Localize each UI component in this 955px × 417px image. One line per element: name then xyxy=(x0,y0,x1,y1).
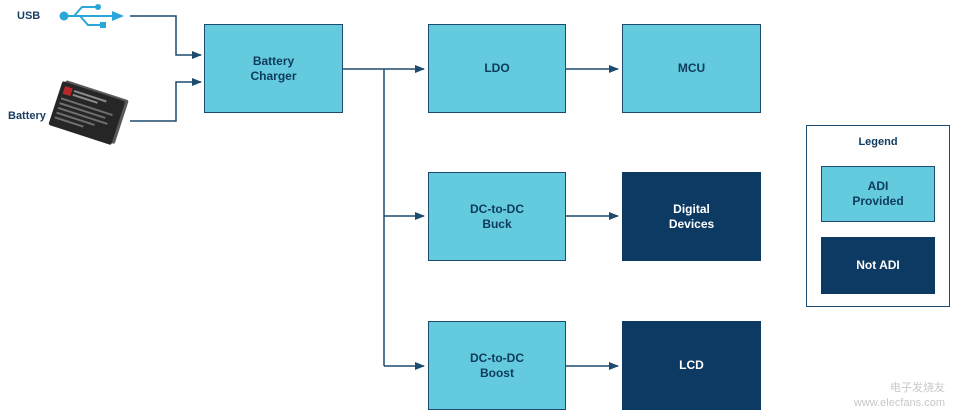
mcu-block: MCU xyxy=(622,24,761,113)
legend: Legend ADI Provided Not ADI xyxy=(806,125,950,307)
boost-block: DC-to-DC Boost xyxy=(428,321,566,410)
legend-not-adi: Not ADI xyxy=(821,237,935,294)
legend-title: Legend xyxy=(858,136,898,148)
legend-adi-provided: ADI Provided xyxy=(821,166,935,222)
usb-icon xyxy=(59,4,124,28)
usb-to-charger-line xyxy=(130,15,202,59)
digital-devices-block: Digital Devices xyxy=(622,172,761,261)
battery-label: Battery xyxy=(8,110,46,122)
watermark: 电子发烧友 www.elecfans.com xyxy=(853,382,945,409)
usb-label: USB xyxy=(17,10,41,22)
battery-charger-block: Battery Charger xyxy=(204,24,343,113)
ldo-block: LDO xyxy=(428,24,566,113)
battery-to-charger-line xyxy=(130,78,202,122)
battery-icon xyxy=(48,80,129,145)
lcd-block: LCD xyxy=(622,321,761,410)
buck-block: DC-to-DC Buck xyxy=(428,172,566,261)
